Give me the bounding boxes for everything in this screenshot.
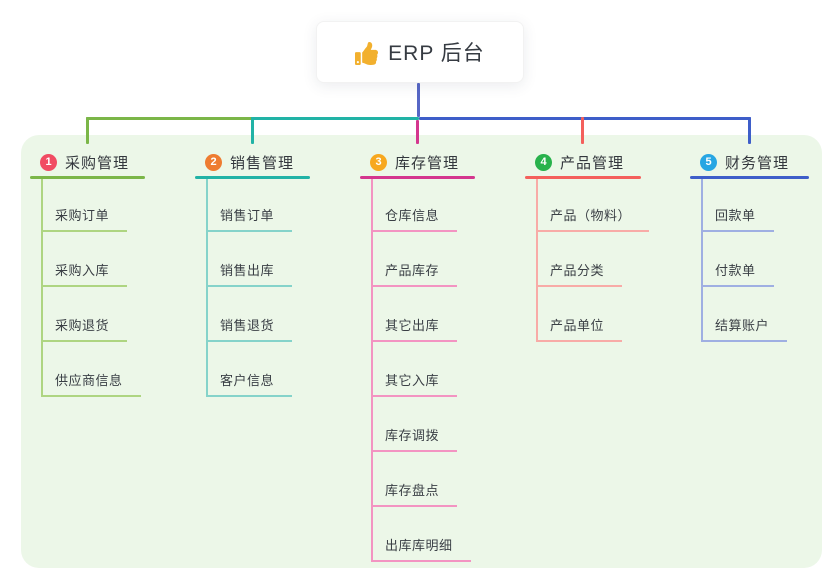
trunk-connector [417,83,420,117]
branch-label: 销售管理 [230,154,295,172]
branch-underline [525,176,641,179]
branch-underline [360,176,475,179]
child-node[interactable]: 产品（物料） [536,205,650,232]
branch-child-spine [41,179,43,397]
child-node[interactable]: 库存盘点 [371,480,458,507]
branch-child-spine [536,179,538,342]
branch-label: 库存管理 [395,154,460,172]
child-node[interactable]: 采购订单 [41,205,128,232]
branch-label: 产品管理 [560,154,625,172]
branch-underline [30,176,145,179]
child-node[interactable]: 采购入库 [41,260,128,287]
branch-title[interactable]: 5 财务管理 [690,150,809,174]
child-node[interactable]: 产品单位 [536,315,623,342]
child-node[interactable]: 结算账户 [701,315,788,342]
branch-underline [690,176,809,179]
thumbs-up-icon [355,42,379,65]
connector-drop-branch-5 [748,117,751,144]
child-node[interactable]: 付款单 [701,260,774,287]
branch-title[interactable]: 1 采购管理 [30,150,145,174]
child-node[interactable]: 其它出库 [371,315,458,342]
child-node[interactable]: 供应商信息 [41,370,141,397]
child-node[interactable]: 库存调拨 [371,425,458,452]
child-node[interactable]: 产品分类 [536,260,623,287]
connector-rail-right-blue [419,117,751,120]
connector-drop-branch-4 [581,117,584,144]
child-node[interactable]: 采购退货 [41,315,128,342]
connector-drop-branch-3 [416,120,419,144]
branch-child-spine [371,179,373,562]
connector-drop-branch-2 [251,117,254,144]
branch-child-spine [701,179,703,342]
child-node[interactable]: 其它入库 [371,370,458,397]
branch-index-badge: 1 [40,153,57,171]
branch-index-badge: 4 [535,153,552,171]
branch-title[interactable]: 3 库存管理 [360,150,475,174]
branches-panel [21,135,822,568]
child-node[interactable]: 客户信息 [206,370,293,397]
root-node-label: ERP 后台 [388,42,485,65]
branch-index-badge: 3 [370,153,387,171]
connector-rail-left-green [86,117,254,120]
child-node[interactable]: 出库库明细 [371,535,471,562]
child-node[interactable]: 回款单 [701,205,774,232]
child-node[interactable]: 销售订单 [206,205,293,232]
branch-child-spine [206,179,208,397]
branch-title[interactable]: 2 销售管理 [195,150,310,174]
connector-drop-branch-1 [86,117,89,144]
child-node[interactable]: 销售退货 [206,315,293,342]
branch-label: 采购管理 [65,154,130,172]
branch-underline [195,176,310,179]
child-node[interactable]: 产品库存 [371,260,458,287]
connector-rail-mid-teal [251,117,419,120]
branch-index-badge: 5 [700,153,717,171]
branch-index-badge: 2 [205,153,222,171]
branch-title[interactable]: 4 产品管理 [525,150,641,174]
root-node[interactable]: ERP 后台 [316,21,524,83]
branch-label: 财务管理 [725,154,790,172]
child-node[interactable]: 仓库信息 [371,205,458,232]
child-node[interactable]: 销售出库 [206,260,293,287]
